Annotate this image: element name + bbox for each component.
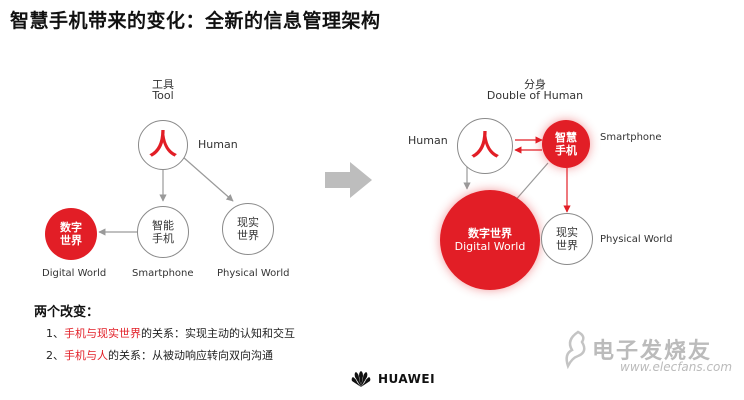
huawei-wordmark: HUAWEI — [378, 372, 436, 386]
right-heading-en: Double of Human — [486, 89, 584, 102]
left-digital-world-label: Digital World — [42, 268, 107, 279]
left-human-node: 人 — [138, 120, 188, 170]
right-physical-world-node: 现实 世界 — [541, 213, 593, 265]
transition-arrow-icon — [325, 162, 372, 198]
human-person-icon: 人 — [470, 129, 499, 162]
human-person-icon: 人 — [148, 128, 177, 161]
left-human-label: Human — [198, 138, 238, 151]
left-smartphone-node: 智能 手机 — [137, 206, 189, 258]
left-smartphone-label: Smartphone — [132, 268, 194, 279]
huawei-logo-icon — [351, 371, 371, 387]
left-physical-world-node: 现实 世界 — [222, 203, 274, 255]
watermark-url: www.elecfans.com — [620, 360, 733, 374]
huawei-brand: HUAWEI — [350, 370, 435, 388]
right-physical-world-label: Physical World — [600, 234, 673, 245]
right-digital-world-node: 数字世界 Digital World — [440, 190, 540, 290]
right-smartphone-label: Smartphone — [600, 132, 662, 143]
left-heading-en: Tool — [152, 89, 174, 102]
watermark-logo-icon — [565, 330, 586, 370]
left-physical-world-label: Physical World — [217, 268, 290, 279]
arrow-smartphone-to-digital-right — [512, 162, 549, 204]
arrow-human-to-physical — [182, 156, 234, 202]
right-human-node: 人 — [457, 118, 513, 174]
right-heading-cn: 分身 — [524, 78, 546, 91]
left-heading-cn: 工具 — [152, 78, 174, 91]
left-digital-world-node: 数字 世界 — [45, 208, 97, 260]
right-human-label: Human — [408, 134, 448, 147]
page-title: 智慧手机带来的变化：全新的信息管理架构 — [10, 10, 381, 32]
change-item-2: 2、手机与人的关系：从被动响应转向双向沟通 — [46, 349, 273, 362]
changes-title: 两个改变： — [34, 305, 100, 320]
right-smartphone-node: 智慧 手机 — [542, 120, 590, 168]
change-item-1: 1、手机与现实世界的关系：实现主动的认知和交互 — [46, 327, 295, 340]
watermark-text: 电子发烧友 — [592, 339, 713, 364]
